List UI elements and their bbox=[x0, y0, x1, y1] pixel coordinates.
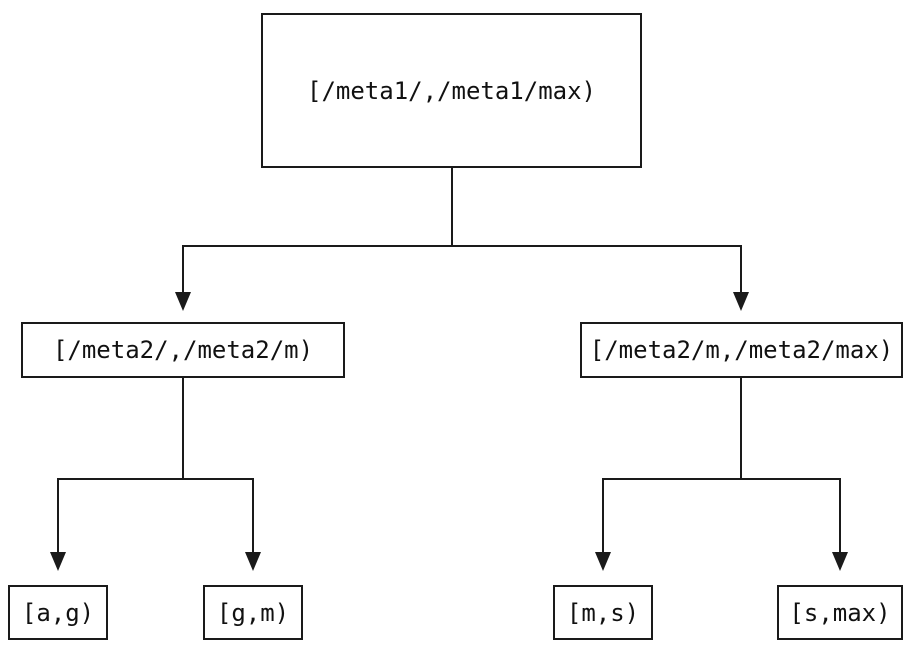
arrowhead-to-leaf-smax bbox=[832, 552, 848, 571]
tree-leaf-ag: [a,g) bbox=[8, 585, 108, 640]
tree-node-meta2-low: [/meta2/,/meta2/m) bbox=[21, 322, 345, 378]
arrowhead-to-leaf-gm bbox=[245, 552, 261, 571]
edge-meta2-high-branch-bar bbox=[602, 478, 841, 554]
tree-leaf-smax: [s,max) bbox=[777, 585, 903, 640]
tree-node-meta2-high: [/meta2/m,/meta2/max) bbox=[580, 322, 903, 378]
arrowhead-to-leaf-ag bbox=[50, 552, 66, 571]
edge-root-branch-bar bbox=[182, 245, 742, 294]
arrowhead-to-meta2-high bbox=[733, 292, 749, 311]
tree-node-root: [/meta1/,/meta1/max) bbox=[261, 13, 642, 168]
tree-leaf-ms: [m,s) bbox=[553, 585, 653, 640]
edge-meta2-low-branch-bar bbox=[57, 478, 254, 554]
arrowhead-to-leaf-ms bbox=[595, 552, 611, 571]
tree-leaf-gm: [g,m) bbox=[203, 585, 303, 640]
arrowhead-to-meta2-low bbox=[175, 292, 191, 311]
